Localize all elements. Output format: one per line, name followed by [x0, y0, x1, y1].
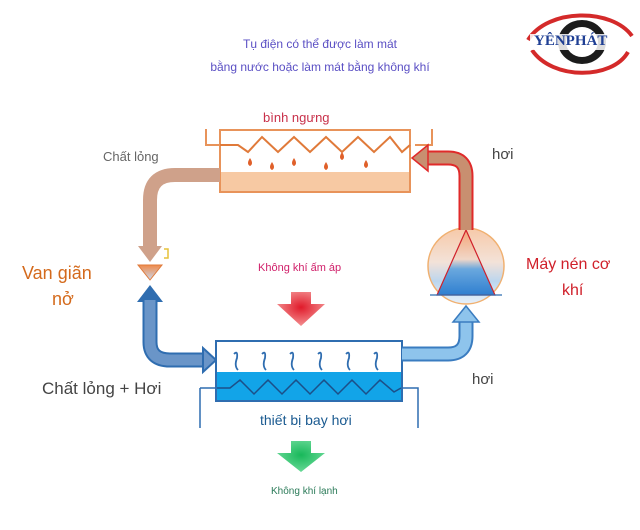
logo-text: YÊNPHÁT	[534, 33, 607, 50]
wisp	[317, 351, 323, 371]
condenser-coil	[220, 135, 411, 154]
suction-pipe	[402, 318, 472, 360]
suction-line	[402, 304, 481, 362]
expansion-valve	[136, 264, 164, 281]
logo	[526, 13, 634, 75]
evaporator-coolant-pipe	[199, 387, 419, 428]
condenser	[219, 129, 411, 193]
vapor-bottom-label: hơi	[472, 371, 494, 388]
liquid-line	[138, 168, 220, 262]
wisp	[345, 351, 351, 371]
evaporator-label: thiết bị bay hơi	[260, 412, 352, 428]
wisp	[261, 351, 267, 371]
discharge-line	[410, 143, 474, 230]
condenser-coolant-left	[205, 129, 220, 146]
cold-air-arrow-icon	[277, 441, 325, 472]
vapor-top-label: hơi	[492, 146, 514, 163]
condenser-liquid	[221, 172, 409, 191]
drop	[270, 162, 274, 170]
drop	[364, 160, 368, 168]
liquid-label: Chất lỏng	[103, 149, 159, 164]
logo-lower-arc	[530, 48, 630, 75]
liquid-vapor-label: Chất lỏng + Hơi	[42, 379, 162, 398]
discharge-pipe	[428, 152, 472, 230]
logo-text-yen: YÊN	[534, 33, 566, 49]
condensate-drops	[248, 152, 368, 170]
expansion-valve-label-1: Van giãn	[22, 263, 92, 283]
wisp	[289, 351, 295, 371]
liquid-vapor-arrowhead-up	[137, 285, 163, 302]
liquid-vapor-arrowhead-right	[202, 345, 218, 375]
evaporator	[199, 340, 419, 428]
drop	[248, 158, 252, 166]
warm-air-arrow-icon	[277, 292, 325, 326]
compressor-label-2: khí	[562, 282, 584, 299]
liquid-vapor-line	[137, 285, 218, 375]
caption-line-2: bằng nước hoặc làm mát bằng không khí	[210, 60, 430, 74]
cold-air-label: Không khí lạnh	[271, 486, 338, 497]
liquid-vapor-pipe	[144, 300, 205, 366]
condenser-label: bình ngưng	[263, 110, 330, 125]
compressor-label-1: Máy nén cơ	[526, 256, 611, 273]
wisp	[373, 351, 379, 371]
drop	[340, 152, 344, 160]
compressor	[427, 227, 505, 305]
warm-air-label: Không khí ấm áp	[258, 262, 342, 274]
liquid-arrowhead	[138, 246, 162, 262]
logo-text-phat: PHÁT	[565, 33, 608, 49]
evaporator-liquid	[217, 372, 401, 400]
condenser-coolant-right	[415, 129, 433, 146]
logo-text-bg	[530, 34, 628, 50]
liquid-pipe	[143, 168, 220, 248]
vapor-wisps	[233, 351, 379, 371]
discharge-arrowhead	[410, 143, 429, 173]
drop	[324, 162, 328, 170]
expansion-valve-label-2: nở	[52, 289, 74, 309]
valve-bracket	[164, 248, 169, 259]
wisp	[233, 351, 239, 371]
caption-line-1: Tụ điện có thể được làm mát	[243, 37, 397, 51]
drop	[292, 158, 296, 166]
suction-arrowhead	[451, 304, 481, 323]
evaporator-coil	[217, 378, 402, 396]
logo-upper-arc	[526, 13, 634, 42]
